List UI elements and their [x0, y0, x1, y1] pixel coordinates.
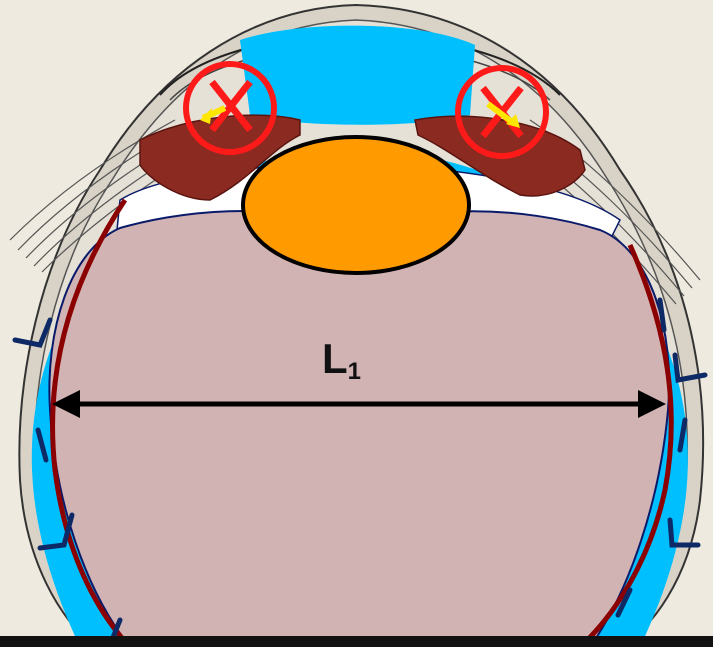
lens — [243, 137, 469, 273]
bottom-band — [0, 636, 713, 647]
dimension-label-main: L — [322, 335, 348, 382]
vitreous-body — [49, 211, 669, 647]
dimension-label: L1 — [322, 338, 361, 384]
dimension-label-subscript: 1 — [348, 358, 361, 385]
